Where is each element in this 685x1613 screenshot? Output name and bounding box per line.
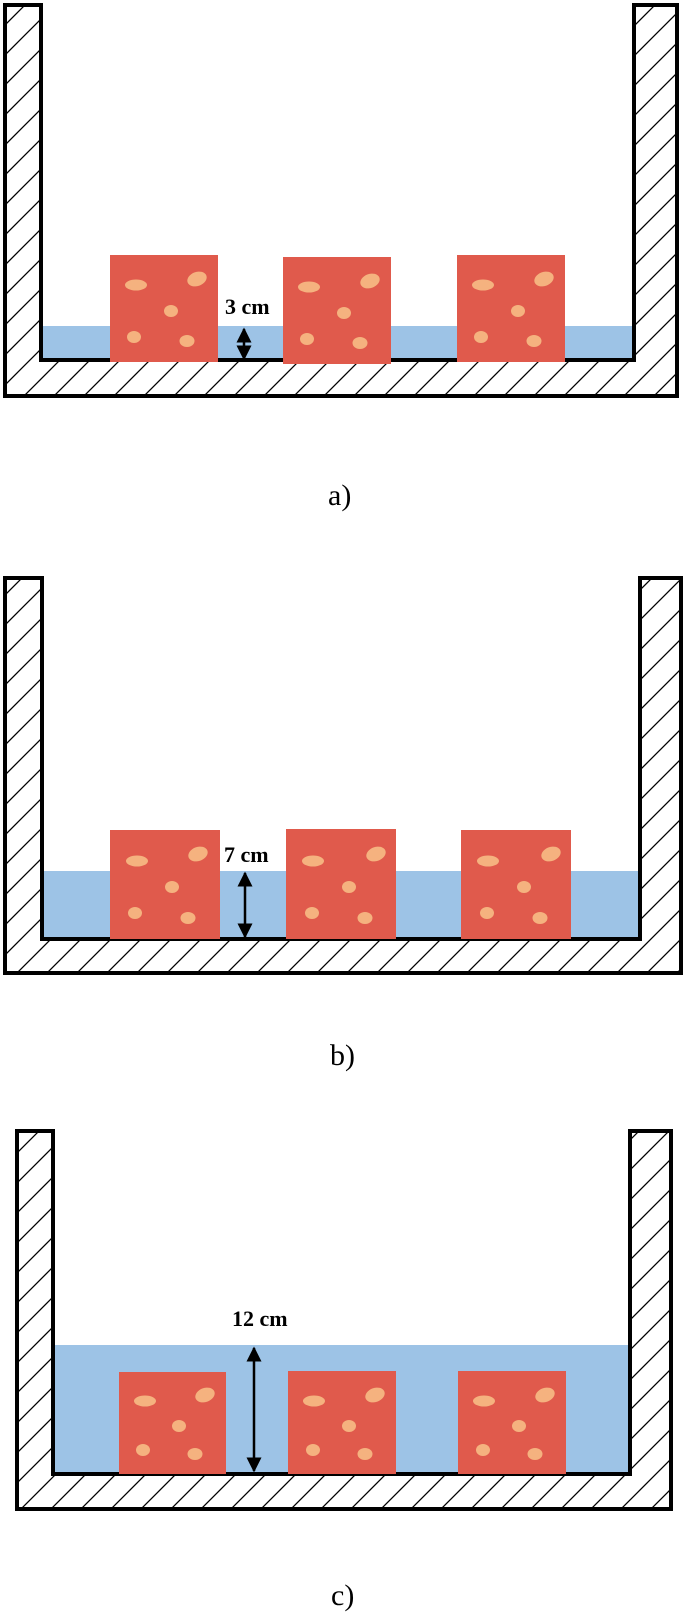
depth-label: 7 cm bbox=[224, 842, 269, 867]
sample-block bbox=[283, 257, 391, 364]
depth-label: 12 cm bbox=[232, 1306, 288, 1331]
sample-block bbox=[458, 1371, 566, 1474]
sample-blocks bbox=[110, 255, 565, 364]
sample-block bbox=[110, 255, 218, 362]
panel-a: 3 cm a) bbox=[3, 3, 679, 512]
panel-label: a) bbox=[328, 479, 351, 512]
container-wall bbox=[3, 576, 683, 975]
sample-block bbox=[119, 1372, 226, 1474]
sample-block bbox=[461, 830, 571, 939]
container-wall bbox=[3, 3, 679, 398]
panel-b: 7 cm b) bbox=[3, 576, 683, 1072]
sample-block bbox=[110, 830, 220, 939]
panel-label: c) bbox=[331, 1579, 354, 1612]
sample-block bbox=[457, 255, 565, 362]
depth-label: 3 cm bbox=[225, 294, 270, 319]
sample-blocks bbox=[110, 829, 571, 939]
sample-block bbox=[286, 829, 396, 939]
container-wall bbox=[15, 1129, 673, 1511]
sample-block bbox=[288, 1371, 396, 1474]
panel-c: 12 cm c) bbox=[15, 1129, 673, 1612]
sample-blocks bbox=[119, 1371, 566, 1474]
panel-label: b) bbox=[330, 1039, 355, 1072]
